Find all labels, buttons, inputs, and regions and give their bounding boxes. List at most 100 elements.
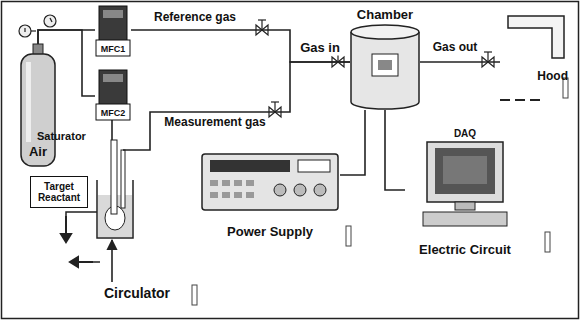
drawing-part [246,180,254,186]
label-anchor: Measurement gas [162,116,267,130]
edge-label: Gas out [431,41,480,55]
label-anchor: Gas in [298,41,342,56]
drawing-part [484,51,492,52]
drawing-part [31,30,36,31]
drawing-part [210,180,218,186]
device-drawing [405,140,525,260]
drawing-part [372,54,398,76]
gas-line [385,110,405,190]
drawing-part [346,226,351,246]
drawing-part [261,20,262,30]
drawing-part [487,52,488,62]
drawing-part [314,184,326,196]
drawing-part [96,104,130,120]
node-label: Target Reactant [33,181,85,204]
drawing-part [202,154,338,210]
drawing-part [271,101,279,102]
drawing-part [222,180,230,186]
drawing-part [93,261,100,263]
node-label: DAQ [452,128,478,140]
drawing-part [123,149,135,151]
drawing-part [234,192,242,198]
label-anchor: Reference gas [152,11,238,25]
callout-box: Target Reactant [30,176,88,208]
drawing-part [121,150,125,208]
gas-line [38,30,95,44]
label-anchor: Gas out [431,41,480,55]
gas-cylinder: Air [18,44,58,168]
drawing-part [103,74,123,82]
circulator-unit: Circulator [92,282,182,304]
drawing-part [351,25,419,39]
drawing-part [508,16,564,58]
drawing-part [99,70,127,106]
fume-hood: Hood [500,10,572,86]
drawing-part [427,142,503,202]
exhaust-dash [500,99,540,101]
drawing-part [66,212,97,216]
edge-label: Measurement gas [162,116,267,130]
drawing-part [274,184,286,196]
drawing-part [24,28,25,32]
hose-line [66,212,100,262]
drawing-part [234,180,242,186]
flow-label: Gas in [298,41,342,56]
drawing-part [222,192,230,198]
drawing-part [298,160,330,172]
valve-symbol [256,20,494,117]
edge-label: Reference gas [152,11,238,25]
node-label: Electric Circuit [417,243,513,258]
node-label: Saturator [35,130,88,143]
drawing-part [455,202,475,210]
drawing-part [515,99,525,101]
gas-line [131,30,350,62]
drawing-part [210,192,218,198]
drawing-part [70,257,78,267]
drawing-part [192,285,197,305]
node-label: Chamber [355,8,415,23]
drawing-part [246,192,254,198]
drawing-part [103,10,123,18]
node-label: MFC1 [99,44,128,54]
gas-line [420,61,500,63]
daq-computer: DAQ Electric Circuit [405,126,525,260]
drawing-part [50,18,52,22]
drawing-part [19,25,31,37]
drawing-part [500,99,510,101]
device-drawing [95,140,135,240]
node-label: Power Supply [225,225,315,240]
drawing-part [26,62,31,142]
power-supply: Power Supply [200,150,340,242]
drawing-part [530,99,540,101]
node-label: Circulator [102,285,172,301]
mass-flow-controller: MFC1 [95,6,131,56]
drawing-part [423,212,507,226]
drawing-part [378,60,392,70]
drawing-part [210,160,290,172]
drawing-part [545,232,550,252]
gas-line [111,240,113,282]
drawing-part [443,156,487,184]
node-label: Air [27,145,49,160]
drawing-part [435,148,495,194]
drawing-part [21,54,55,166]
gas-line [340,110,365,175]
device-drawing [350,24,420,110]
saturator-vessel: Saturator [95,140,135,240]
drawing-part [61,234,71,242]
drawing-part [44,15,56,27]
drawing-part [351,32,419,109]
node-label: Hood [535,70,570,84]
drawing-part [294,184,306,196]
drawing-part [111,140,117,214]
gas-line [135,62,350,150]
drawing-part [274,102,275,112]
drawing-part [96,40,130,56]
gas-line [111,120,113,140]
node-label: MFC2 [99,108,128,118]
mass-flow-controller: MFC2 [95,70,131,120]
drawing-part [99,6,127,42]
